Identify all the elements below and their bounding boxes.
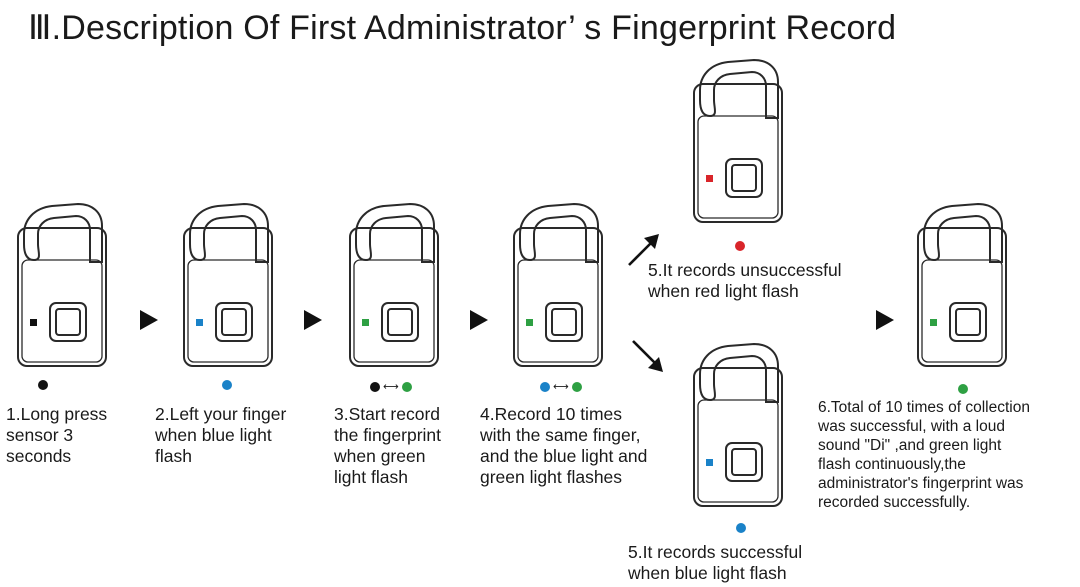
padlock-step-2 — [178, 200, 278, 370]
padlock-step-1 — [12, 200, 112, 370]
black-light-icon — [370, 381, 380, 392]
step-6-text: 6.Total of 10 times of collection was su… — [818, 399, 1030, 511]
led-indicator — [706, 459, 713, 466]
alternate-arrow-icon: ⟷ — [553, 381, 569, 393]
blue-light-icon — [736, 523, 746, 533]
led-indicator — [706, 175, 713, 182]
padlock-step-5-successful — [688, 340, 788, 510]
step-1-text: 1.Long press sensor 3 seconds — [6, 404, 108, 466]
step-4-text: 4.Record 10 times with the same finger, … — [480, 404, 648, 487]
step-5-unsuccessful-text: 5.It records unsuccessful when red light… — [648, 260, 842, 301]
led-indicator — [526, 319, 533, 326]
padlock-step-5-unsuccessful — [688, 56, 788, 226]
padlock-step-3 — [344, 200, 444, 370]
page-title: Ⅲ.Description Of First Administrator’ s … — [28, 9, 897, 47]
blue-green-light-pair: ⟷ — [540, 380, 582, 393]
padlock-step-4 — [508, 200, 608, 370]
alternate-arrow-icon: ⟷ — [383, 381, 399, 393]
step-3-text: 3.Start record the fingerprint when gree… — [334, 404, 442, 487]
right-arrow-icon — [140, 310, 158, 335]
right-arrow-icon — [876, 310, 894, 335]
padlock-icon — [693, 342, 783, 507]
padlock-icon — [349, 202, 439, 367]
black-green-light-pair: ⟷ — [370, 380, 412, 393]
right-arrow-icon — [304, 310, 322, 335]
step-2-text: 2.Left your finger when blue light flash — [155, 404, 287, 466]
padlock-icon — [17, 202, 107, 367]
step-5-successful-text: 5.It records successful when blue light … — [628, 542, 803, 583]
right-arrow-icon — [470, 310, 488, 335]
padlock-icon — [183, 202, 273, 367]
padlock-icon — [917, 202, 1007, 367]
black-light-icon — [38, 380, 48, 390]
up-right-arrow-icon — [626, 232, 662, 273]
blue-light-icon — [222, 380, 232, 390]
green-light-icon — [401, 381, 412, 392]
led-indicator — [362, 319, 369, 326]
red-light-icon — [735, 241, 745, 251]
down-right-arrow-icon — [630, 338, 666, 379]
padlock-step-6 — [912, 200, 1012, 370]
green-light-icon — [958, 384, 968, 394]
led-indicator — [30, 319, 37, 326]
blue-light-icon — [540, 381, 550, 392]
led-indicator — [196, 319, 203, 326]
led-indicator — [930, 319, 937, 326]
padlock-icon — [693, 58, 783, 223]
padlock-icon — [513, 202, 603, 367]
green-light-icon — [571, 381, 582, 392]
